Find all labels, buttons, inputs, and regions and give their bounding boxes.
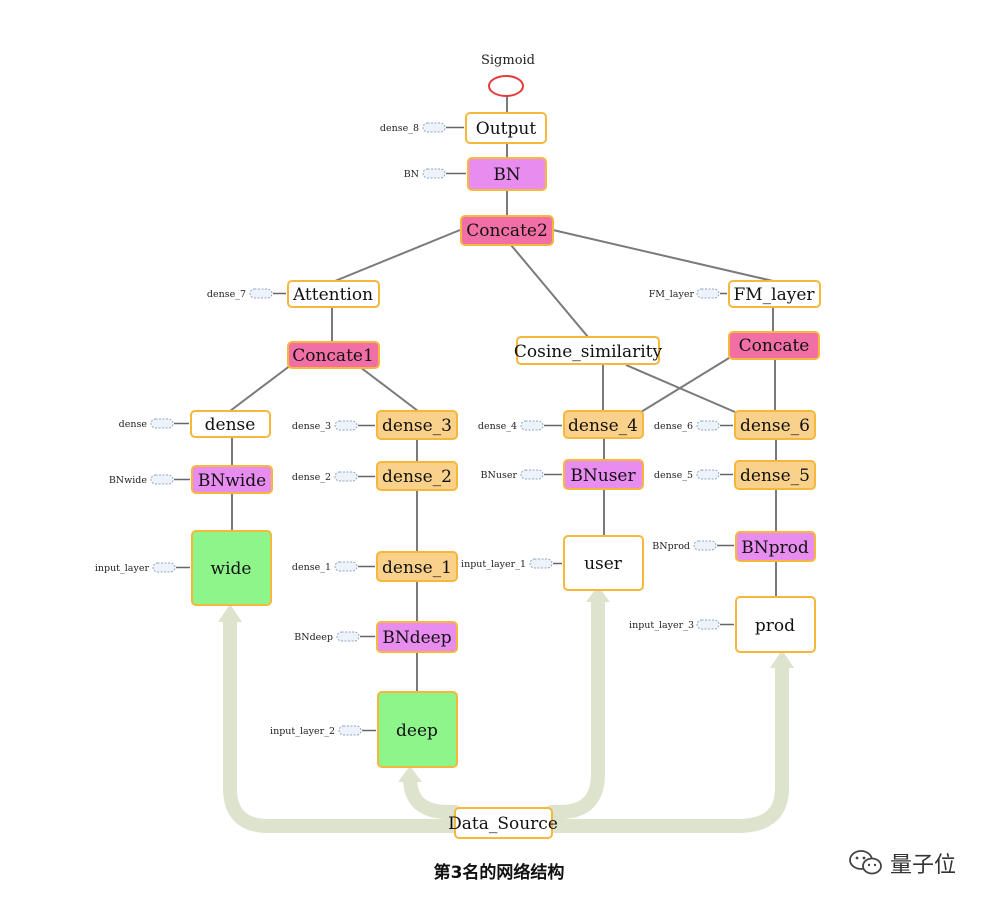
aux-input-layer-label: input_layer	[95, 563, 150, 574]
node-bnprod-label: BNprod	[741, 538, 809, 558]
aux-fm-layer[interactable]: FM_layer	[649, 288, 727, 300]
node-concate2[interactable]: Concate2	[460, 215, 554, 246]
aux-bnwide[interactable]: BNwide	[109, 474, 190, 486]
aux-dense-label: dense	[119, 419, 148, 430]
aux-dense-7-label: dense_7	[207, 289, 246, 300]
node-dense-5-label: dense_5	[740, 466, 810, 486]
node-dense-6[interactable]: dense_6	[734, 410, 816, 440]
aux-dense-4[interactable]: dense_4	[478, 420, 562, 432]
node-wide-label: wide	[211, 559, 252, 579]
aux-dense-2-label: dense_2	[292, 472, 331, 483]
node-concate2-label: Concate2	[466, 221, 548, 241]
aux-dense-5-label: dense_5	[654, 470, 693, 481]
aux-dense-7[interactable]: dense_7	[207, 288, 286, 300]
watermark-text: 量子位	[890, 853, 957, 878]
node-concate1-label: Concate1	[292, 346, 374, 366]
node-deep[interactable]: deep	[377, 691, 458, 768]
sigmoid-output: Sigmoid	[481, 53, 535, 97]
aux-input-layer-1[interactable]: input_layer_1	[461, 558, 562, 570]
watermark: 量子位	[848, 847, 956, 879]
aux-bn[interactable]: BN	[404, 168, 466, 180]
aux-bnprod[interactable]: BNprod	[652, 540, 734, 552]
node-dense-2-label: dense_2	[382, 467, 452, 487]
graph-edges	[229, 97, 777, 692]
aux-input-layer-2[interactable]: input_layer_2	[270, 725, 376, 737]
wechat-icon	[849, 850, 882, 875]
node-dense-label: dense	[205, 415, 256, 435]
node-data-source-label: Data_Source	[448, 814, 558, 834]
sigmoid-label: Sigmoid	[481, 53, 535, 68]
node-wide[interactable]: wide	[191, 530, 272, 606]
aux-bnprod-label: BNprod	[652, 541, 690, 552]
node-deep-label: deep	[396, 721, 438, 741]
node-dense-5[interactable]: dense_5	[734, 460, 816, 490]
node-dense-1-label: dense_1	[382, 558, 452, 578]
aux-dense-2[interactable]: dense_2	[292, 471, 375, 483]
aux-bndeep[interactable]: BNdeep	[294, 631, 375, 643]
node-user[interactable]: user	[563, 535, 644, 591]
aux-bnuser[interactable]: BNuser	[481, 469, 562, 481]
node-prod[interactable]: prod	[735, 596, 816, 653]
node-concate[interactable]: Concate	[728, 331, 820, 360]
node-dense-3[interactable]: dense_3	[376, 410, 458, 440]
aux-bndeep-label: BNdeep	[294, 632, 333, 643]
aux-input-layer-2-label: input_layer_2	[270, 726, 335, 737]
node-output[interactable]: Output	[465, 112, 547, 144]
aux-dense-6-label: dense_6	[654, 421, 693, 432]
node-data-source[interactable]: Data_Source	[448, 807, 558, 839]
node-bndeep[interactable]: BNdeep	[376, 621, 458, 653]
node-bnwide-label: BNwide	[198, 471, 266, 491]
aux-input-layer[interactable]: input_layer	[95, 562, 190, 574]
aux-input-layer-3-label: input_layer_3	[629, 620, 694, 631]
node-bnuser[interactable]: BNuser	[563, 459, 644, 490]
node-fm-layer[interactable]: FM_layer	[728, 280, 821, 308]
aux-dense-3[interactable]: dense_3	[292, 420, 375, 432]
node-output-label: Output	[476, 119, 537, 139]
node-bnuser-label: BNuser	[570, 466, 636, 486]
node-bn[interactable]: BN	[467, 157, 547, 191]
node-attention-label: Attention	[292, 285, 373, 305]
node-bn-label: BN	[493, 165, 520, 185]
node-bnprod[interactable]: BNprod	[735, 531, 816, 562]
node-bnwide[interactable]: BNwide	[191, 465, 273, 494]
node-dense-1[interactable]: dense_1	[376, 551, 458, 582]
node-concate1[interactable]: Concate1	[287, 341, 380, 369]
aux-dense-3-label: dense_3	[292, 421, 331, 432]
aux-dense-6[interactable]: dense_6	[654, 420, 733, 432]
aux-dense-1-label: dense_1	[292, 562, 331, 573]
data-flow-arrows	[218, 586, 794, 833]
node-attention[interactable]: Attention	[287, 280, 380, 308]
node-dense-4-label: dense_4	[568, 416, 638, 436]
aux-dense-8-label: dense_8	[380, 123, 419, 134]
node-cosine-similarity-label: Cosine_similarity	[514, 342, 663, 362]
aux-bnuser-label: BNuser	[481, 470, 518, 481]
aux-dense[interactable]: dense	[119, 418, 189, 430]
node-bndeep-label: BNdeep	[382, 628, 451, 648]
node-dense-2[interactable]: dense_2	[376, 461, 458, 491]
aux-fm-layer-label: FM_layer	[649, 289, 695, 300]
aux-bnwide-label: BNwide	[109, 475, 148, 486]
aux-dense-8[interactable]: dense_8	[380, 122, 464, 134]
node-concate-label: Concate	[739, 336, 810, 356]
figure-caption: 第3名的网络结构	[433, 863, 565, 883]
node-user-label: user	[584, 554, 623, 574]
node-prod-label: prod	[755, 616, 795, 636]
aux-dense-4-label: dense_4	[478, 421, 517, 432]
aux-input-layer-1-label: input_layer_1	[461, 559, 526, 570]
aux-dense-1[interactable]: dense_1	[292, 561, 375, 573]
aux-input-layer-3[interactable]: input_layer_3	[629, 619, 734, 631]
node-dense-6-label: dense_6	[740, 416, 810, 436]
aux-dense-5[interactable]: dense_5	[654, 469, 733, 481]
node-dense[interactable]: dense	[190, 410, 271, 438]
sigmoid-ellipse	[488, 75, 524, 97]
node-dense-4[interactable]: dense_4	[563, 410, 644, 439]
node-dense-3-label: dense_3	[382, 416, 452, 436]
node-cosine-similarity[interactable]: Cosine_similarity	[514, 336, 663, 365]
node-fm-layer-label: FM_layer	[733, 285, 815, 305]
aux-bn-label: BN	[404, 169, 419, 180]
